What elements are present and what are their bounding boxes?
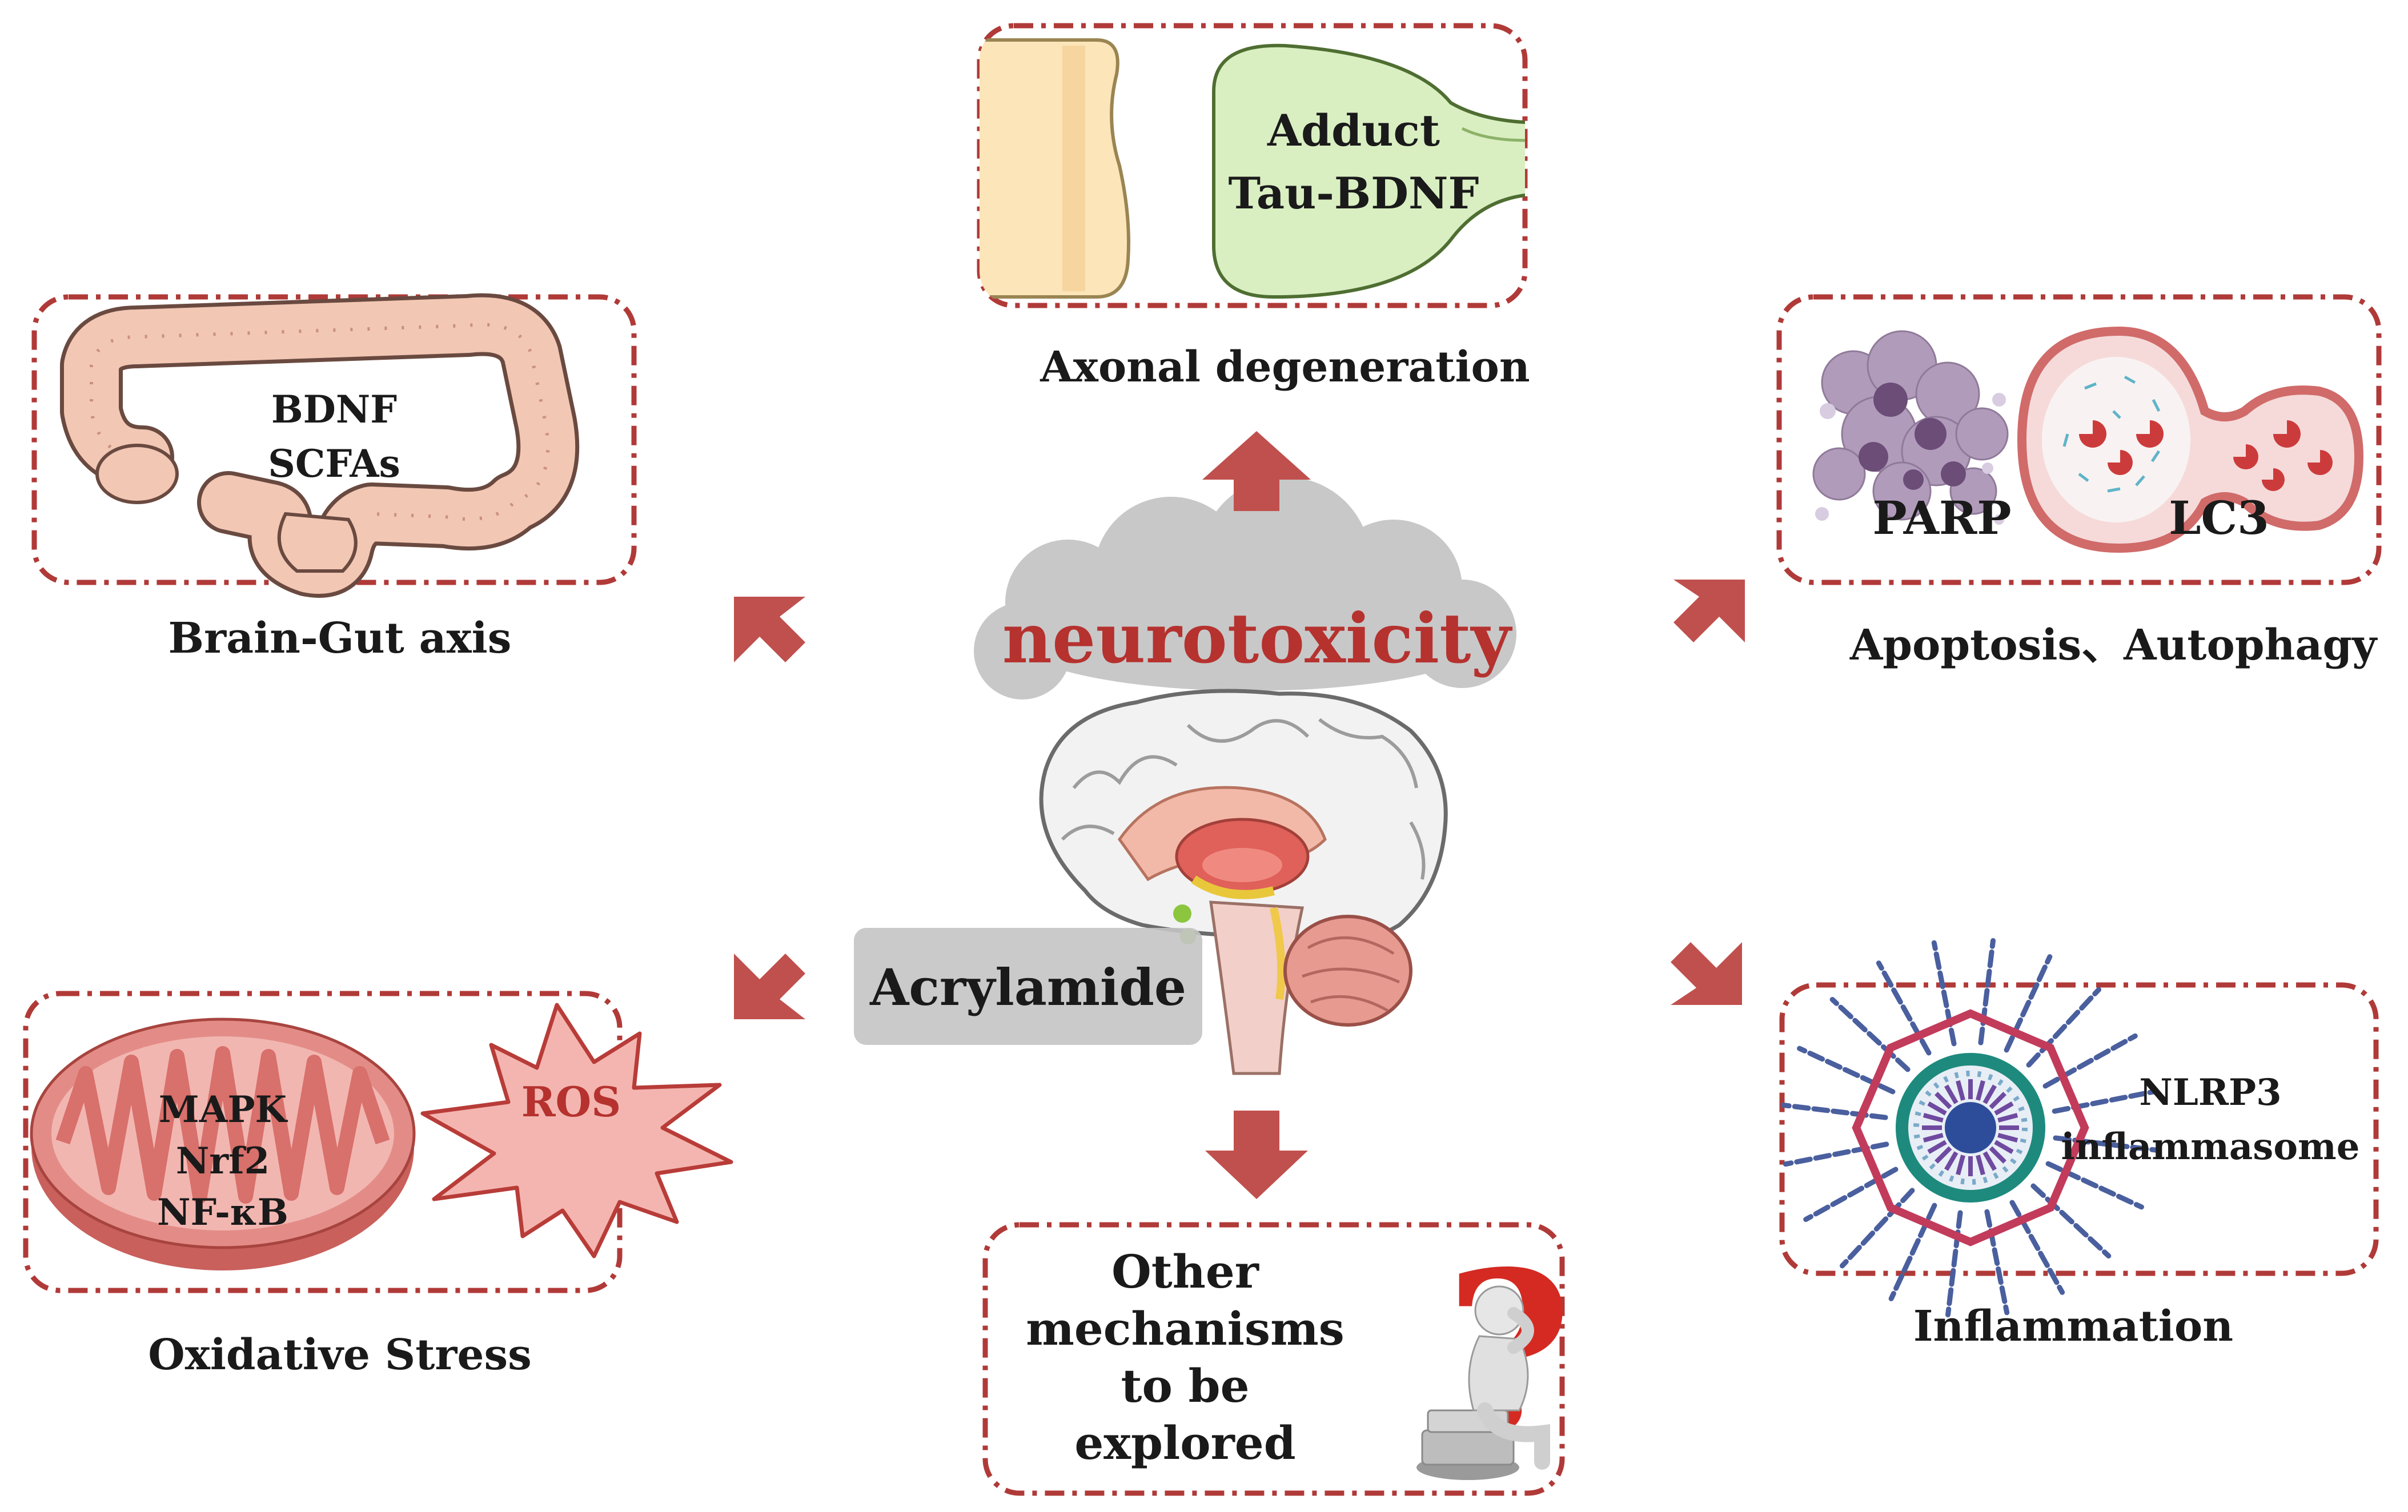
inflammasome-ray [1997, 1113, 2018, 1123]
axonal-text-2: Tau-BDNF [1229, 168, 1479, 219]
inflammasome-spoke [1978, 938, 1996, 1045]
other-line-3: to be [1121, 1359, 1250, 1413]
inflammasome-ray [1989, 1092, 2006, 1109]
inflammation-text-2: inflammasome [2061, 1125, 2360, 1168]
inflammation-text-1: NLRP3 [2139, 1071, 2281, 1114]
other-line-4: explored [1074, 1416, 1295, 1470]
inflammasome-ray [1923, 1133, 1944, 1143]
inflammasome-ray [1956, 1155, 1965, 1176]
arrow-to-gut [734, 597, 805, 662]
thinker-icon: ? [1416, 1224, 1572, 1480]
ros-label: ROS [521, 1077, 621, 1126]
axonal-text-1: Adduct [1267, 105, 1440, 156]
frame-other [982, 1222, 1565, 1496]
arrow-up-axonal [1202, 431, 1311, 511]
inflammasome-spoke [2052, 1088, 2158, 1114]
inflammasome-spoke [2053, 1135, 2161, 1153]
frame-inflammation [1779, 982, 2379, 1276]
caption-gut: Brain-Gut axis [168, 614, 512, 663]
cell-death-icon [1812, 326, 2364, 553]
frame-apoptosis [1776, 294, 2382, 585]
inflammasome-spoke [2030, 1183, 2112, 1259]
brain-icon [1039, 689, 1448, 1075]
inflammasome-ray [1923, 1113, 1944, 1123]
cloud-icon [974, 477, 1516, 699]
gut-text-1: BDNF [271, 387, 397, 432]
inflammasome-ray [1935, 1092, 1952, 1109]
inflammasome-spoke [1839, 1188, 1915, 1269]
inflammasome-ray [1976, 1080, 1985, 1101]
inflammasome-spoke [1783, 1141, 1889, 1167]
gut-text-2: SCFAs [268, 441, 400, 486]
neurotoxicity-title: neurotoxicity [1002, 598, 1513, 679]
inflammasome-ray [1976, 1155, 1985, 1176]
caption-inflammation: Inflammation [1913, 1302, 2234, 1351]
apoptosis-marker-2: LC3 [2169, 491, 2269, 545]
inflammasome-ray [1994, 1140, 2014, 1154]
other-line-1: Other [1111, 1245, 1259, 1298]
arrow-to-inflammation [1671, 942, 1742, 1005]
inflammasome-spoke [2026, 987, 2102, 1068]
inflammasome-ray [1935, 1146, 1952, 1164]
inflammasome-icon [1780, 938, 2161, 1318]
oxidative-text-3: NF-κB [157, 1191, 288, 1234]
inflammasome-ray [1982, 1084, 1997, 1104]
inflammasome-ray [1982, 1151, 1997, 1171]
inflammasome-ray [1997, 1133, 2018, 1143]
arrow-to-oxidative [734, 954, 805, 1019]
inflammasome-ray [1944, 1151, 1958, 1171]
inflammasome-spoke [1984, 1209, 2010, 1316]
inflammasome-spoke [1780, 1102, 1888, 1120]
toxicant-box [854, 928, 1202, 1045]
oxidative-text-2: Nrf2 [176, 1140, 270, 1183]
arrow-to-apoptosis [1673, 580, 1745, 642]
inflammasome-ray [1927, 1140, 1947, 1154]
inflammasome-ray [1944, 1084, 1958, 1104]
caption-axonal: Axonal degeneration [1040, 343, 1530, 392]
ros-burst-icon [420, 1003, 733, 1258]
oxidative-text-1: MAPK [159, 1088, 288, 1131]
inflammasome-ray [1994, 1101, 2014, 1116]
inflammasome-spoke [1931, 940, 1957, 1047]
caption-oxidative: Oxidative Stress [148, 1330, 532, 1380]
caption-apoptosis: Apoptosis、Autophagy [1849, 621, 2377, 670]
apoptosis-marker-1: PARP [1872, 491, 2011, 545]
other-line-2: mechanisms [1026, 1302, 1345, 1356]
mitochondrion-icon [30, 1018, 416, 1270]
colon-icon [60, 293, 580, 598]
synapse-icon [980, 38, 1525, 299]
arrow-down-other [1205, 1111, 1308, 1199]
inflammasome-spoke [1945, 1210, 1963, 1318]
acrylamide-label: Acrylamide [869, 958, 1186, 1017]
inflammasome-ray [1989, 1146, 2006, 1164]
inflammasome-ray [1956, 1080, 1965, 1101]
inflammasome-ray [1927, 1101, 1947, 1116]
inflammasome-spoke [1829, 996, 1911, 1072]
